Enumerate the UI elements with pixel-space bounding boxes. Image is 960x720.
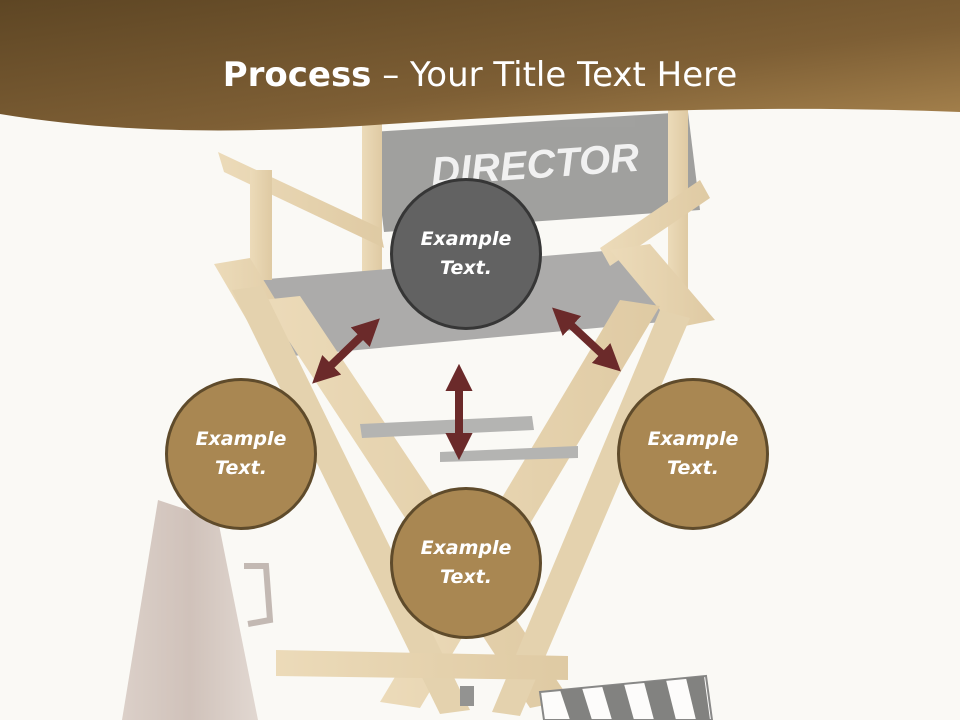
node-right-text: Example Text.	[647, 428, 739, 479]
process-node-left[interactable]: Example Text.	[165, 378, 317, 530]
title-bold: Process	[222, 55, 372, 95]
node-top-text: Example Text.	[420, 228, 512, 279]
process-node-top[interactable]: Example Text.	[390, 178, 542, 330]
slide-title: Process – Your Title Text Here	[0, 52, 960, 98]
title-rest: – Your Title Text Here	[371, 55, 738, 95]
process-node-right[interactable]: Example Text.	[617, 378, 769, 530]
node-left-text: Example Text.	[195, 428, 287, 479]
arrow-top-left	[312, 318, 380, 384]
header-banner	[0, 0, 960, 131]
node-bottom-text: Example Text.	[420, 537, 512, 588]
process-node-bottom[interactable]: Example Text.	[390, 487, 542, 639]
arrow-top-right	[552, 307, 621, 372]
